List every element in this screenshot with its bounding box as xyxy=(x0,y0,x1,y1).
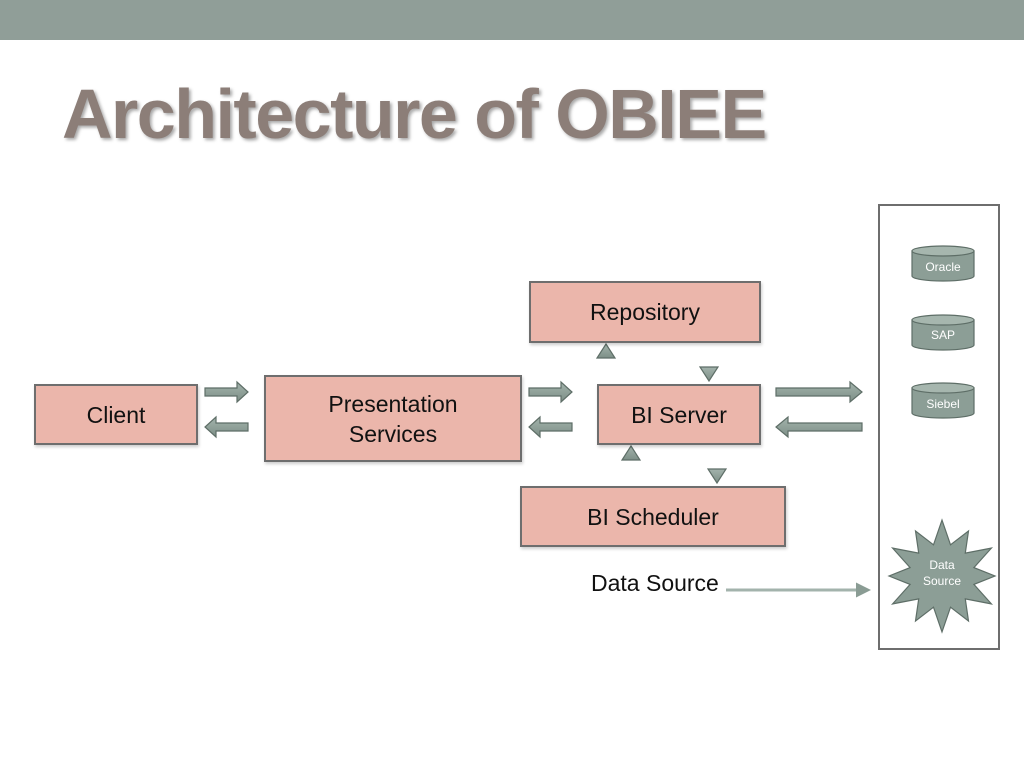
arrow-down-to-bi-server xyxy=(698,366,720,383)
database-label: Siebel xyxy=(926,397,959,411)
starburst-label-line1: Data xyxy=(929,558,955,572)
database-sap-icon: SAP xyxy=(911,314,975,351)
repository-box: Repository xyxy=(529,281,761,343)
bi-scheduler-label: BI Scheduler xyxy=(587,503,719,530)
data-source-callout-label: Data Source xyxy=(591,570,719,596)
database-siebel-icon: Siebel xyxy=(911,382,975,419)
bi-scheduler-box: BI Scheduler xyxy=(520,486,786,547)
database-label: Oracle xyxy=(925,260,961,274)
arrow-client-to-presentation xyxy=(204,380,249,404)
bi-server-label: BI Server xyxy=(631,401,727,428)
repository-label: Repository xyxy=(590,299,700,325)
arrow-up-to-bi-server xyxy=(620,444,642,461)
arrow-up-to-repository xyxy=(595,342,617,359)
arrow-presentation-to-bi-server xyxy=(528,380,573,404)
arrow-bi-server-to-presentation xyxy=(528,415,573,439)
arrow-presentation-to-client xyxy=(204,415,249,439)
data-source-starburst-icon: Data Source xyxy=(887,518,997,634)
client-box: Client xyxy=(34,384,198,445)
database-label: SAP xyxy=(931,328,955,342)
arrow-data-sources-to-bi-server xyxy=(775,415,863,439)
client-label: Client xyxy=(86,401,146,428)
arrow-down-to-bi-scheduler xyxy=(706,468,728,485)
arrow-bi-server-to-data-sources xyxy=(775,380,863,404)
database-oracle-icon: Oracle xyxy=(911,245,975,282)
slide-title: Architecture of OBIEE xyxy=(62,75,767,153)
presentation-services-label: Presentation Services xyxy=(328,390,458,447)
top-bar xyxy=(0,0,1024,40)
bi-server-box: BI Server xyxy=(597,384,761,445)
presentation-services-box: Presentation Services xyxy=(264,375,522,462)
starburst-label-line2: Source xyxy=(923,574,961,588)
